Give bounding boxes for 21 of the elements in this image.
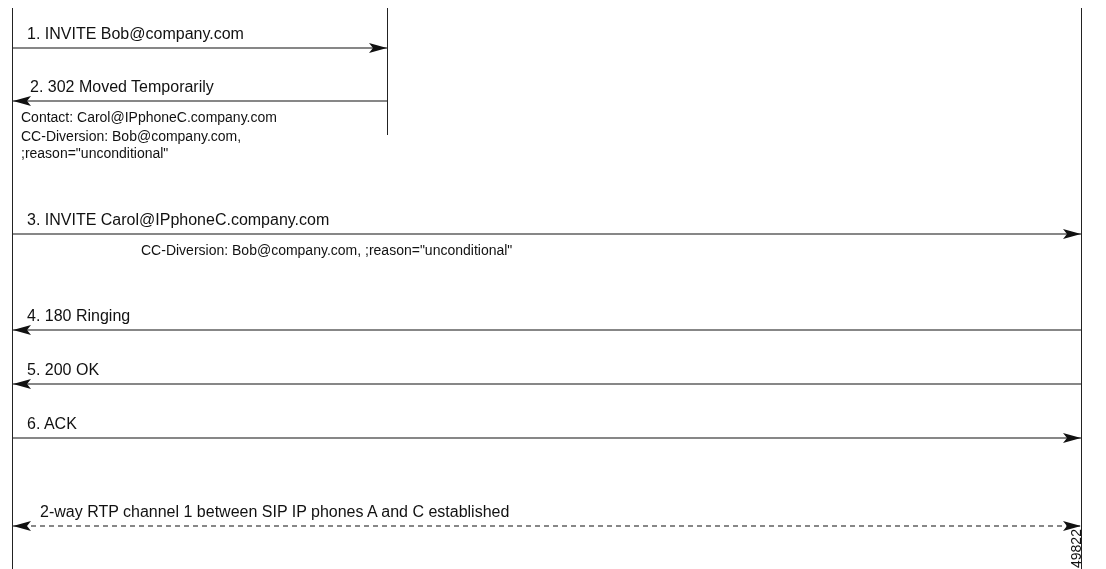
- arrow: [12, 325, 1082, 335]
- arrow: [12, 521, 1082, 531]
- message-label: 4. 180 Ringing: [27, 306, 131, 326]
- message-label: 1. INVITE Bob@company.com: [27, 24, 244, 44]
- lifeline: [387, 8, 388, 135]
- message-label: 3. INVITE Carol@IPphoneC.company.com: [27, 210, 330, 230]
- lifeline: [1081, 8, 1082, 569]
- arrow: [12, 229, 1082, 239]
- arrow: [12, 433, 1082, 443]
- message-label: 2. 302 Moved Temporarily: [30, 77, 214, 97]
- message-label: 6. ACK: [27, 414, 77, 434]
- header-text: CC-Diversion: Bob@company.com, ;reason="unconditional": [21, 128, 243, 162]
- lifeline: [12, 8, 13, 569]
- message-label: 2-way RTP channel 1 between SIP IP phones A and C established: [40, 502, 510, 522]
- message-label: 5. 200 OK: [27, 360, 100, 380]
- arrow: [12, 96, 388, 106]
- header-text: Contact: Carol@IPphoneC.company.com: [21, 109, 278, 126]
- arrow: [12, 379, 1082, 389]
- header-text: CC-Diversion: Bob@company.com, ;reason="unconditional": [141, 242, 514, 259]
- arrow: [12, 43, 388, 53]
- figure-number: 49822: [1068, 529, 1085, 568]
